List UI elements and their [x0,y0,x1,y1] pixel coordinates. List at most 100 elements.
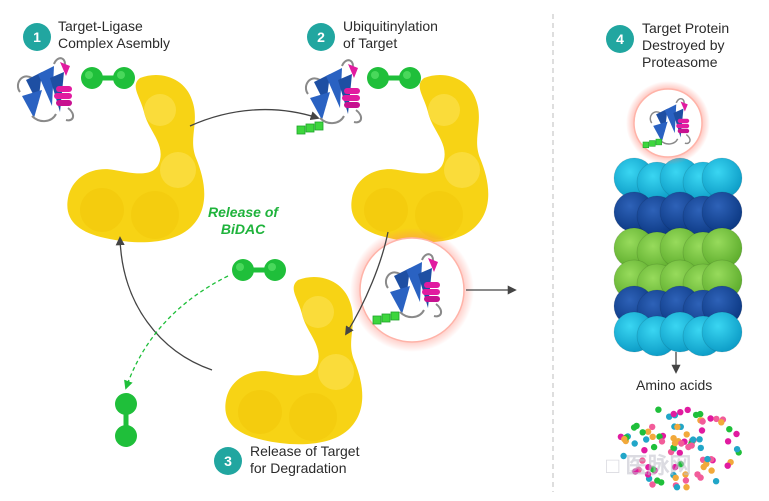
amino-acid-dot [683,431,690,438]
watermark: □ 医脉网 [606,453,692,478]
free-bidac [115,393,137,447]
svg-text:4: 4 [616,31,624,47]
proteasome [613,157,743,357]
amino-acid-dot [713,415,720,423]
step3-label: Release of Target for Degradation [250,443,359,477]
amino-acid-dot [644,471,652,478]
amino-acid-dot [649,433,656,440]
amino-acid-dot [696,436,703,443]
amino-acid-dot [699,418,706,425]
amino-acid-dot [649,481,656,488]
amino-acid-dot [682,471,689,478]
amino-acid-dot [649,423,656,431]
bidac-molecule-2 [367,67,421,89]
amino-acid-dot [708,467,715,474]
arrow-1-to-2 [189,108,320,127]
amino-acid-dot [643,436,650,443]
step4-label-line2: Destroyed by [642,37,725,53]
amino-acid-dot [724,462,731,469]
amino-acid-dot [641,447,648,454]
release-bidac-label: Release of BiDAC [208,204,278,238]
amino-acid-dot [632,468,639,475]
arrow-2-to-3 [345,231,389,336]
amino-acid-dot [694,471,701,478]
step2-label: Ubiquitinylation of Target [343,18,438,52]
amino-acid-dot [671,463,679,471]
ligase-blob-2 [351,74,489,243]
bidac-molecule-1 [81,67,135,89]
ligase-blob-3 [225,276,363,445]
amino-acid-dot [724,438,732,445]
amino-acid-dot [620,452,627,460]
bidac-release-arrow [124,275,229,390]
amino-acid-dot [670,410,677,418]
amino-acid-dot [704,455,711,463]
amino-acid-dot [672,474,679,481]
step4-label: Target Protein Destroyed by Proteasome [642,20,729,71]
amino-acid-dot [726,426,733,433]
step2-complex [296,59,489,243]
step2-badge: 2 [307,23,335,51]
amino-acid-dot [670,435,677,442]
amino-acids-label: Amino acids [636,377,713,393]
amino-acid-dot [698,427,706,434]
svg-text:2: 2 [317,29,325,45]
amino-acid-dot [712,478,720,485]
amino-acid-dot [621,435,628,443]
step1-label-line2: Complex Asembly [58,35,171,51]
amino-acid-dot [673,484,681,491]
amino-acid-dot [707,415,714,422]
step3-badge: 3 [214,447,242,475]
amino-acid-dot [674,423,681,431]
step2-label-line2: of Target [343,35,398,51]
ligase-blob-1 [67,74,205,243]
step3-complex [115,259,363,447]
amino-acid-dot [677,409,684,416]
arrow-3-to-1 [115,236,213,371]
step2-label-line1: Ubiquitinylation [343,18,438,34]
amino-acid-dot [733,430,740,438]
amino-acid-dot [718,419,725,426]
target-at-proteasome [626,81,710,165]
release-label-line2: BiDAC [220,221,266,237]
amino-acid-dot [654,477,661,484]
amino-acid-dot [676,449,683,457]
amino-acid-dot [645,464,652,471]
amino-acid-dot [733,446,741,453]
amino-acid-dot [650,443,658,451]
step4-label-line1: Target Protein [642,20,730,36]
amino-acid-dot [631,440,638,447]
amino-acid-dot [656,433,663,440]
amino-acid-dot [684,406,691,414]
amino-acid-dot [689,436,697,443]
amino-acid-dot [697,444,704,452]
svg-text:3: 3 [224,453,232,469]
amino-acid-dot [655,406,662,413]
amino-acid-dot [688,442,695,449]
step1-complex [16,57,205,243]
step1-label-line1: Target-Ligase [58,18,143,34]
step1-label: Target-Ligase Complex Asembly [58,18,170,52]
amino-acid-dot [678,440,685,447]
amino-acid-dot [692,411,700,419]
amino-acid-dot [683,484,690,491]
amino-acid-dot [639,457,646,464]
release-label-line1: Release of [208,204,279,220]
ubiquitin-chain-2 [296,121,324,135]
step1-badge: 1 [23,23,51,51]
svg-text:1: 1 [33,29,41,45]
amino-acid-dot [677,461,684,468]
amino-acid-dot [639,429,646,436]
step4-label-line3: Proteasome [642,54,718,70]
target-protein-2 [304,59,363,125]
amino-acid-dot [658,438,666,445]
step3-label-line1: Release of Target [250,443,360,459]
proteasome-subunit [701,191,743,233]
step4-badge: 4 [606,25,634,53]
amino-acid-dot [644,428,652,435]
amino-acid-dot [633,422,640,430]
target-protein-1 [16,57,75,123]
proteasome-subunit [701,311,743,353]
amino-acid-dot [682,477,690,484]
